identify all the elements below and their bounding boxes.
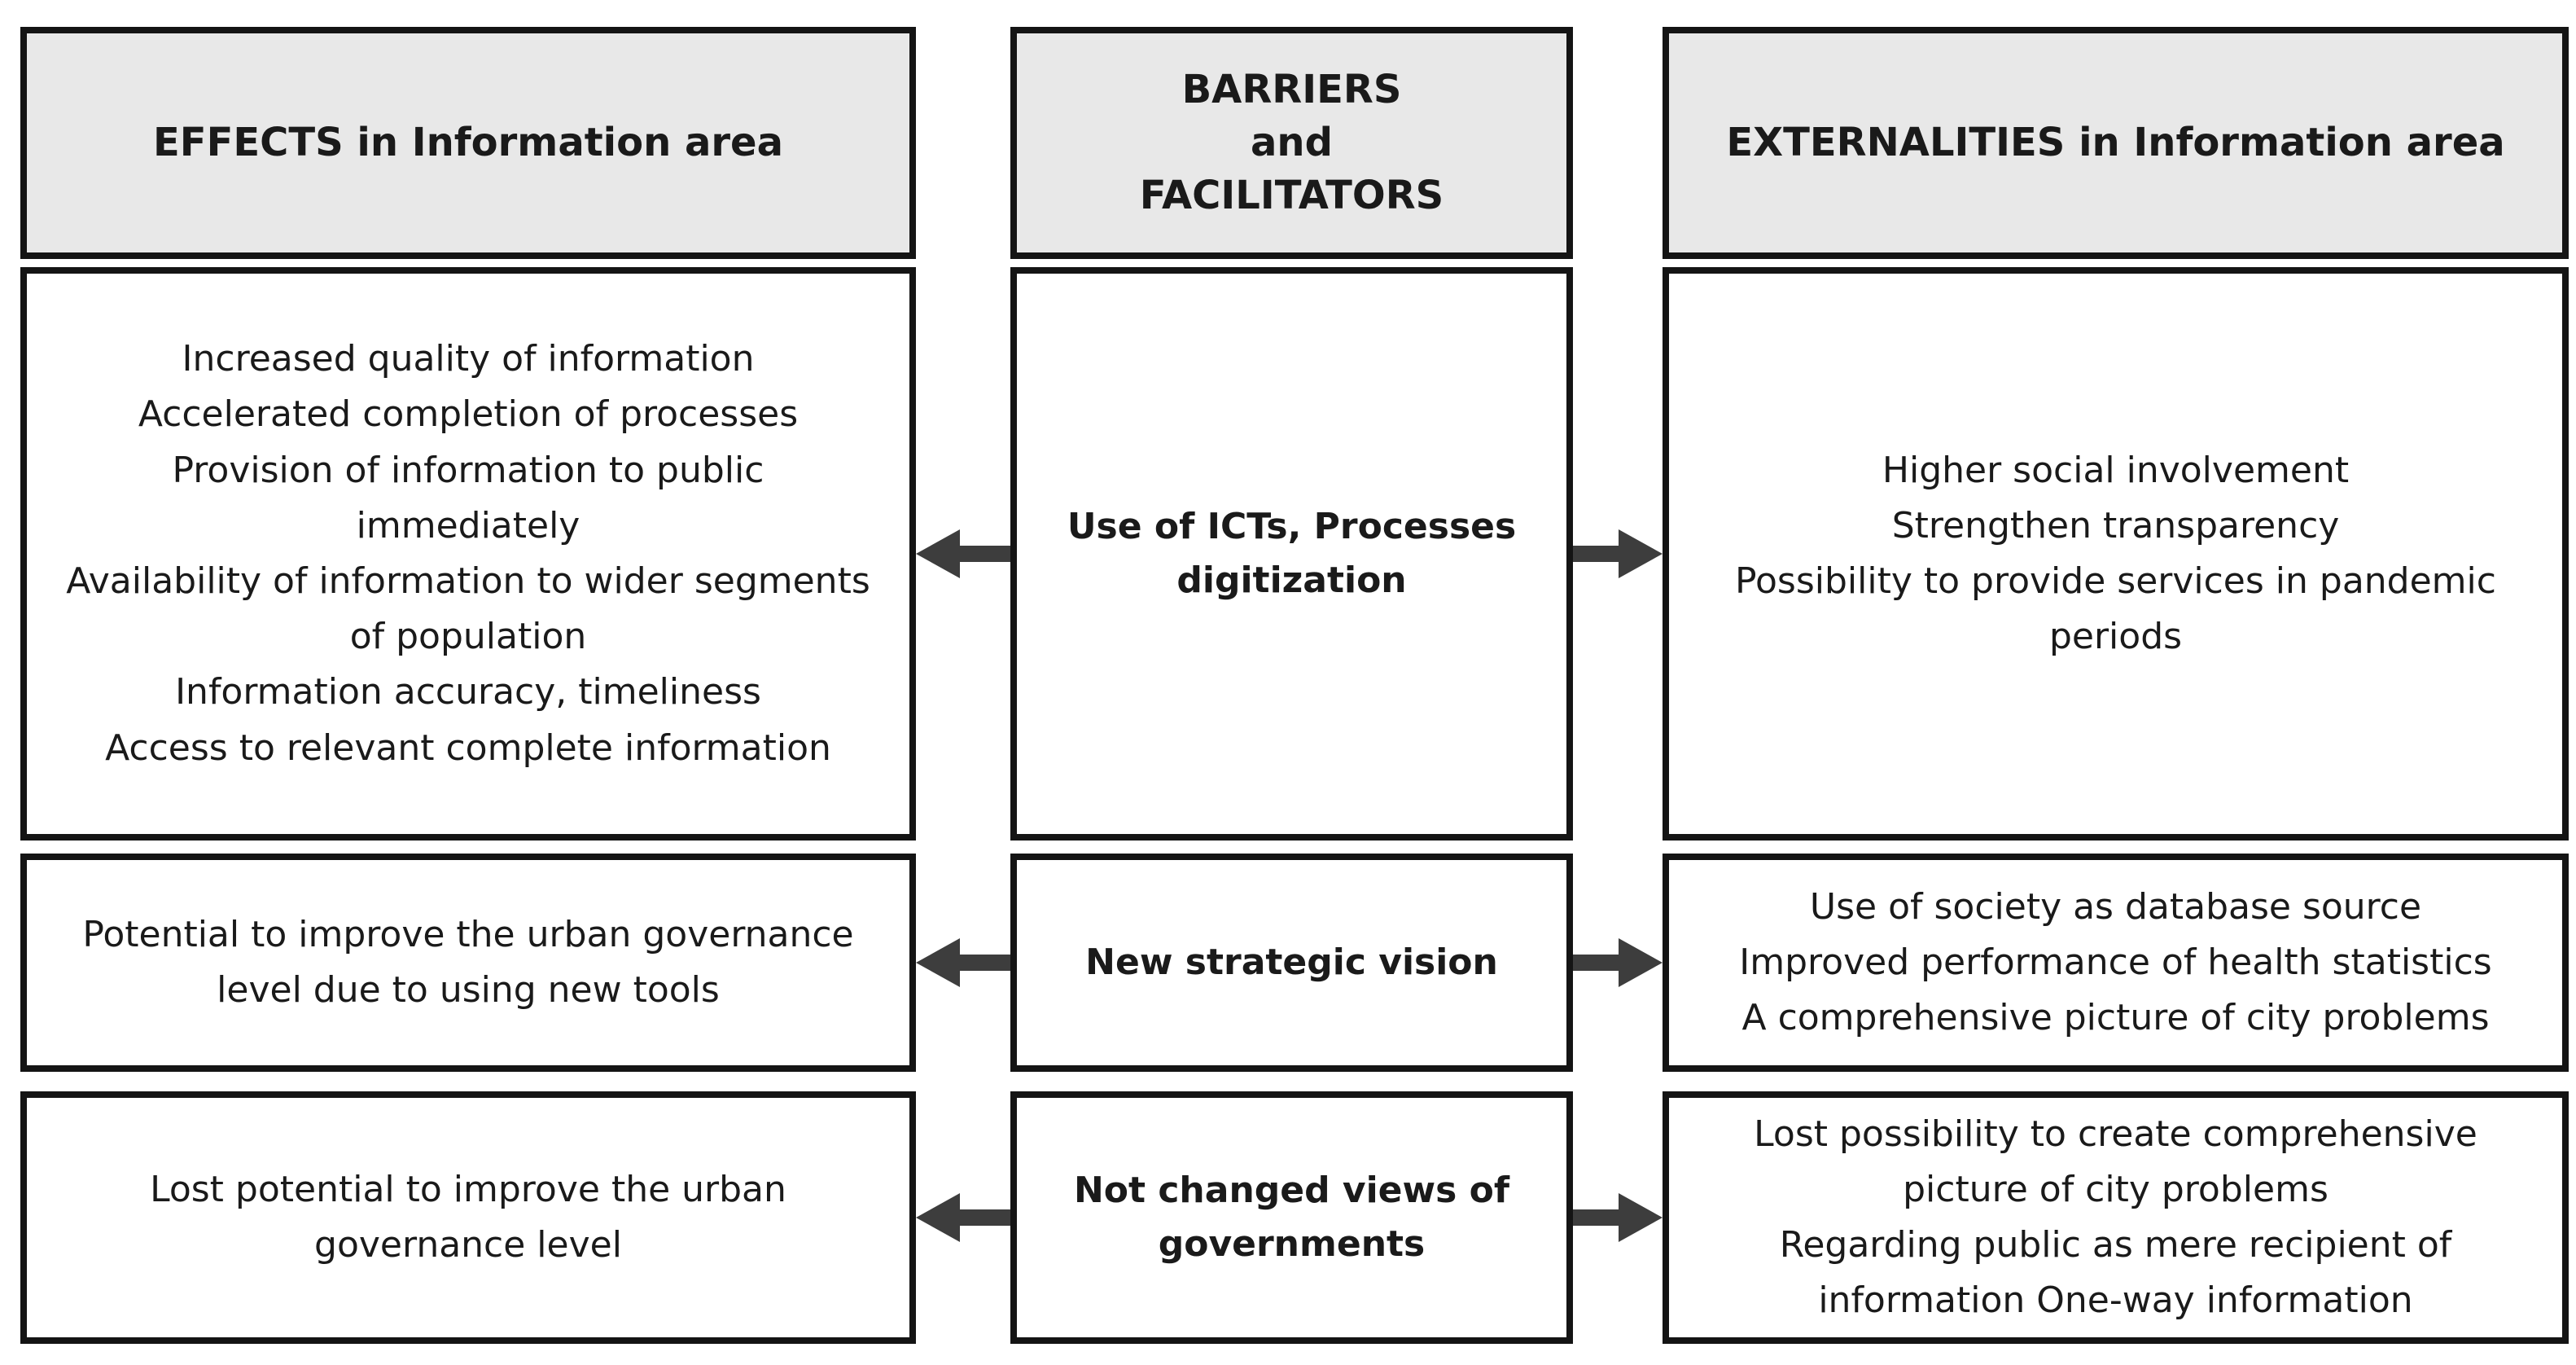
text-line: Provision of information to public immed… (172, 449, 764, 546)
text-line: Availability of information to wider seg… (66, 560, 870, 658)
arrow-gutter (1573, 267, 1663, 841)
text-line: Lost possibility to create comprehensive… (1754, 1113, 2477, 1210)
arrow-right-icon (1573, 1193, 1663, 1242)
arrow-gutter (916, 267, 1010, 841)
externalities-cell-row3: Lost possibility to create comprehensive… (1663, 1091, 2569, 1344)
externalities-cell-row1: Higher social involvement Strengthen tra… (1663, 267, 2569, 841)
text-line: Higher social involvement (1882, 449, 2350, 491)
text-line: A comprehensive picture of city problems (1741, 997, 2490, 1039)
externalities-header-cell: EXTERNALITIES in Information area (1663, 27, 2569, 259)
text-line: Potential to improve the urban governanc… (82, 913, 854, 1011)
arrow-left-icon (916, 1193, 1010, 1242)
text-line: Lost potential to improve the urban gove… (150, 1168, 786, 1266)
arrow-gutter (1573, 854, 1663, 1072)
text-line: Possibility to provide services in pande… (1735, 560, 2496, 658)
barriers-header-cell: BARRIERS and FACILITATORS (1010, 27, 1573, 259)
barriers-cell-row1: Use of ICTs, Processes digitization (1010, 267, 1573, 841)
text-line: Improved performance of health statistic… (1739, 941, 2492, 983)
barriers-cell-row3: Not changed views of governments (1010, 1091, 1573, 1344)
barriers-header-line: BARRIERS (1181, 67, 1402, 113)
diagram-grid: EFFECTS in Information area BARRIERS and… (20, 27, 2569, 1344)
text-line: Increased quality of information (182, 338, 755, 380)
barriers-header-line: and (1251, 120, 1333, 166)
effects-cell-row3: Lost potential to improve the urban gove… (20, 1091, 916, 1344)
arrow-gutter (916, 854, 1010, 1072)
arrow-right-icon (1573, 529, 1663, 578)
barriers-cell-row2: New strategic vision (1010, 854, 1573, 1072)
effects-cell-row2: Potential to improve the urban governanc… (20, 854, 916, 1072)
arrow-gutter (916, 1091, 1010, 1344)
text-line: Use of society as database source (1809, 885, 2422, 928)
text-line: Strengthen transparency (1891, 504, 2340, 546)
text-line: Not changed views of governments (1073, 1170, 1510, 1265)
effects-header-label: EFFECTS in Information area (153, 120, 783, 166)
effects-header-cell: EFFECTS in Information area (20, 27, 916, 259)
externalities-cell-row2: Use of society as database source Improv… (1663, 854, 2569, 1072)
arrow-left-icon (916, 938, 1010, 987)
arrow-gutter (1573, 1091, 1663, 1344)
text-line: Use of ICTs, Processes digitization (1067, 506, 1517, 601)
effects-cell-row1: Increased quality of information Acceler… (20, 267, 916, 841)
text-line: Accelerated completion of processes (138, 393, 799, 436)
barriers-header-line: FACILITATORS (1139, 172, 1444, 218)
text-line: Regarding public as mere recipient of in… (1779, 1224, 2452, 1322)
text-line: New strategic vision (1085, 941, 1498, 983)
arrow-right-icon (1573, 938, 1663, 987)
arrow-left-icon (916, 529, 1010, 578)
text-line: Access to relevant complete information (105, 726, 831, 769)
text-line: Information accuracy, timeliness (175, 671, 761, 713)
externalities-header-label: EXTERNALITIES in Information area (1726, 120, 2505, 166)
